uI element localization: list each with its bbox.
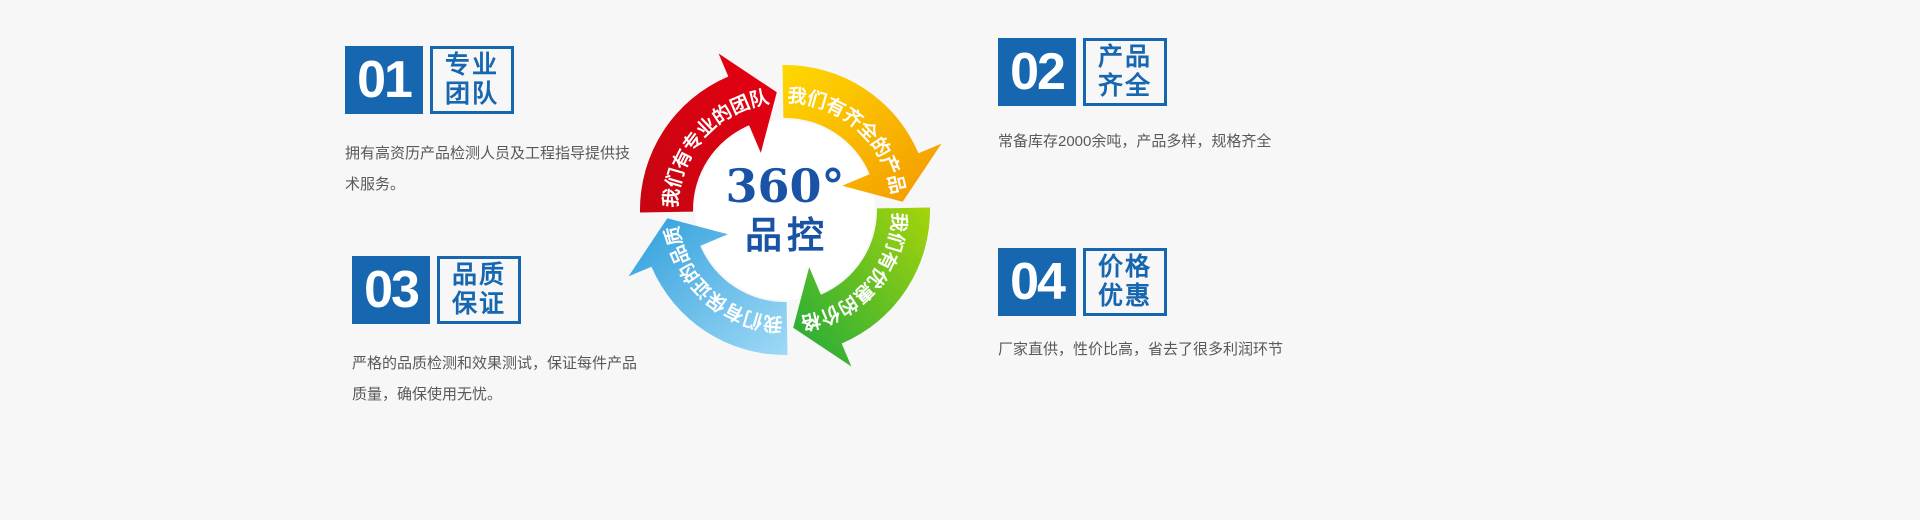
feature-title-line: 齐全 — [1098, 72, 1153, 100]
feature-number-badge: 04 — [998, 248, 1076, 316]
feature-title-line: 优惠 — [1098, 282, 1153, 310]
feature-header: 04 价格 优惠 — [998, 248, 1283, 316]
feature-title-line: 产品 — [1098, 43, 1153, 71]
feature-professional-team: 01 专业 团队 拥有高资历产品检测人员及工程指导提供技术服务。 — [345, 46, 641, 200]
feature-number-badge: 01 — [345, 46, 423, 114]
feature-header: 02 产品 齐全 — [998, 38, 1271, 106]
feature-title-line: 价格 — [1098, 253, 1153, 281]
feature-title-box: 价格 优惠 — [1083, 248, 1168, 316]
feature-title-box: 专业 团队 — [430, 46, 515, 114]
center-quality-control-label: 品控 — [745, 215, 829, 256]
feature-description: 拥有高资历产品检测人员及工程指导提供技术服务。 — [345, 145, 631, 193]
quality-cycle-diagram: 我们有专业的团队 我们有齐全的产品 我们有优惠的价格 我们有保证的品质 360°… — [628, 53, 942, 367]
feature-description: 常备库存2000余吨，产品多样，规格齐全 — [998, 133, 1272, 150]
cycle-inner-disc — [695, 120, 875, 300]
feature-description: 厂家直供，性价比高，省去了很多利润环节 — [998, 341, 1284, 358]
center-360-label: 360° — [725, 159, 844, 213]
feature-header: 03 品质 保证 — [352, 256, 648, 324]
feature-discount-price: 04 价格 优惠 厂家直供，性价比高，省去了很多利润环节 — [998, 248, 1283, 365]
feature-number-badge: 03 — [352, 256, 430, 324]
feature-title-line: 专业 — [445, 51, 500, 79]
feature-title-line: 保证 — [452, 290, 507, 318]
feature-title-box: 产品 齐全 — [1083, 38, 1168, 106]
feature-title-line: 品质 — [452, 261, 507, 289]
feature-title-box: 品质 保证 — [437, 256, 522, 324]
feature-complete-products: 02 产品 齐全 常备库存2000余吨，产品多样，规格齐全 — [998, 38, 1271, 157]
feature-header: 01 专业 团队 — [345, 46, 641, 114]
feature-number-badge: 02 — [998, 38, 1076, 106]
feature-title-line: 团队 — [445, 80, 500, 108]
feature-quality-assurance: 03 品质 保证 严格的品质检测和效果测试，保证每件产品质量，确保使用无忧。 — [352, 256, 648, 410]
feature-description: 严格的品质检测和效果测试，保证每件产品质量，确保使用无忧。 — [352, 355, 638, 403]
